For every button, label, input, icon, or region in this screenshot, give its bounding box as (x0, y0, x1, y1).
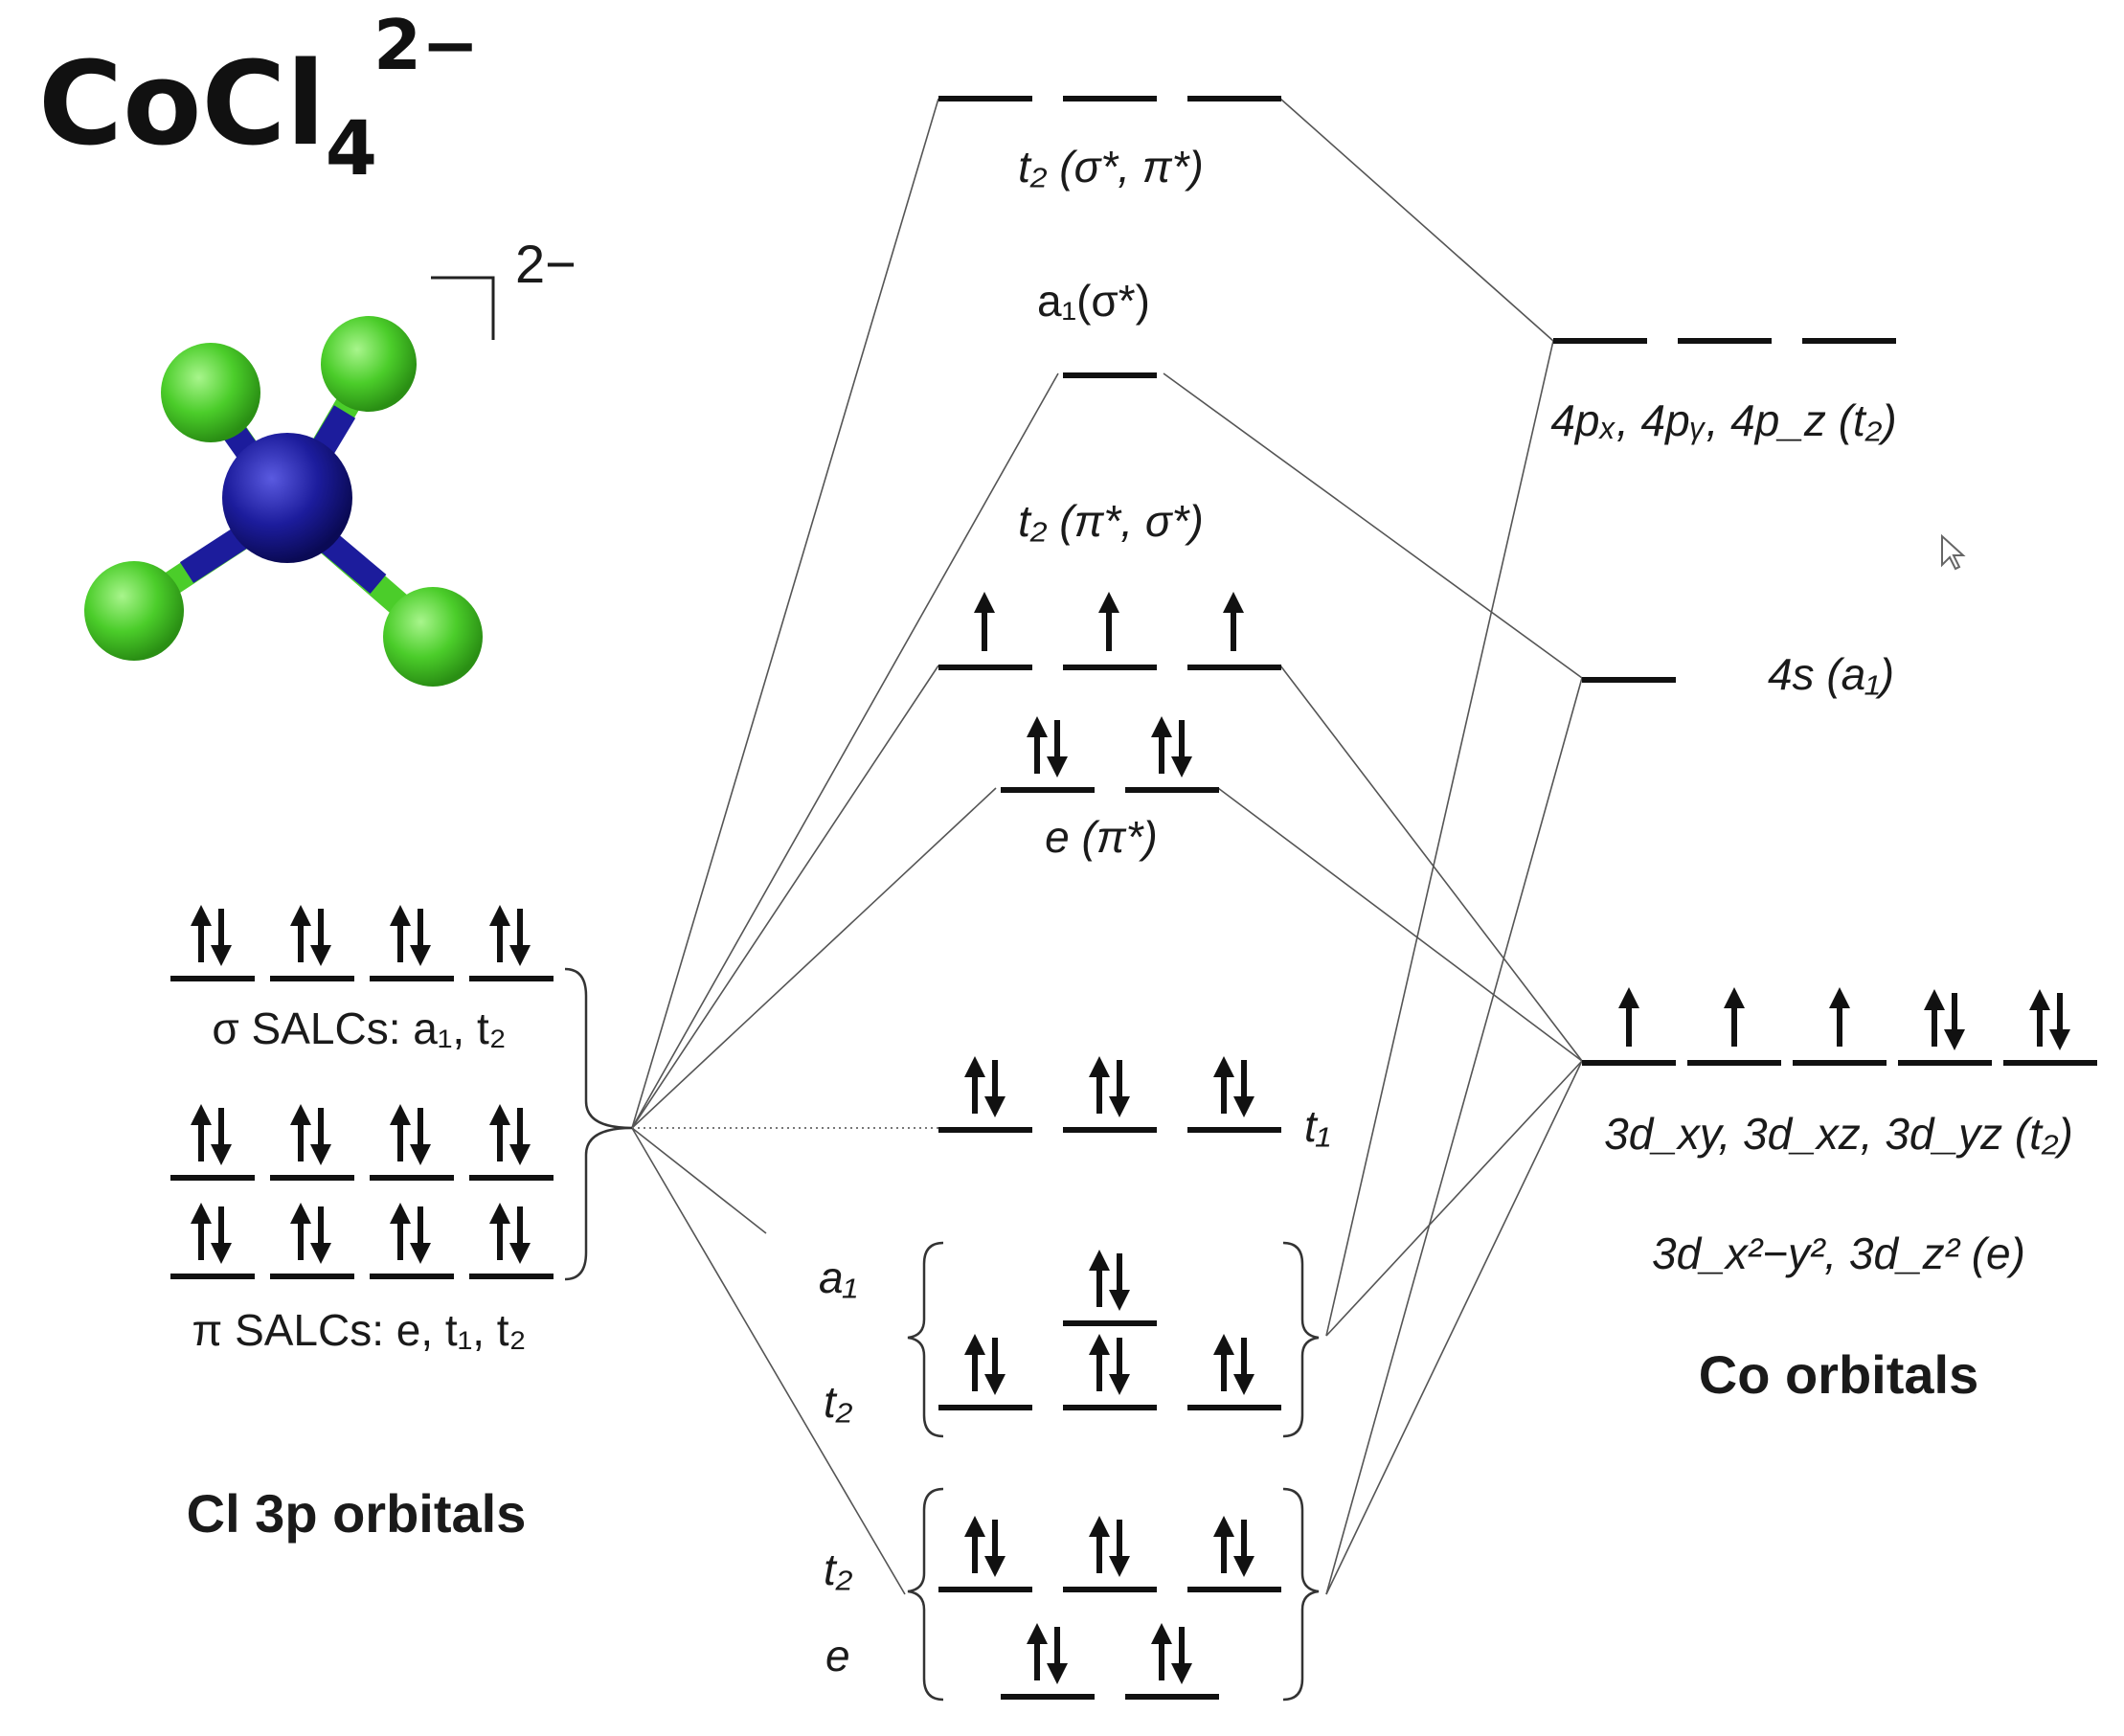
mo-label: a₁ (819, 1252, 857, 1302)
cl-atom (84, 561, 184, 661)
electron-pair (390, 1203, 431, 1264)
mo-label: t₂ (824, 1377, 853, 1427)
co-label: 3d_x²−y², 3d_z² (e) (1652, 1229, 2025, 1278)
electron-pair (390, 1104, 431, 1165)
electron-pair (1027, 1623, 1068, 1684)
electron-up (974, 592, 995, 651)
electron-pair (1151, 716, 1192, 778)
mo-label: e (825, 1631, 850, 1680)
mo-label: e (π*) (1045, 812, 1158, 862)
electron-pair (191, 1203, 232, 1264)
co-atom (222, 433, 352, 563)
electron-pair (1089, 1250, 1130, 1311)
electron-pair (1213, 1516, 1254, 1577)
electron-up (1223, 592, 1244, 651)
electron-pair (290, 1104, 331, 1165)
mo-t2-mid: t₂ (π*, σ*) (938, 496, 1281, 670)
electron-pair (1027, 716, 1068, 778)
mo-label: t₂ (824, 1544, 853, 1594)
mo-label: t₂ (σ*, π*) (1018, 142, 1204, 192)
pi-salcs-label: π SALCs: e, t₁, t₂ (192, 1305, 527, 1355)
formula-title: CoCl42− (38, 5, 479, 192)
electron-pair (964, 1334, 1006, 1395)
electron-pair (964, 1056, 1006, 1117)
electron-pair (191, 905, 232, 966)
co-3d-levels: 3d_xy, 3d_xz, 3d_yz (t₂) 3d_x²−y², 3d_z²… (1582, 987, 2097, 1405)
mo-t1: t₁ (938, 1056, 1330, 1151)
mo-e-pi: e (π*) (1001, 716, 1219, 862)
electron-pair (964, 1516, 1006, 1577)
electron-pair (290, 905, 331, 966)
electron-pair (489, 905, 531, 966)
co-label: 3d_xy, 3d_xz, 3d_yz (t₂) (1604, 1109, 2073, 1159)
electron-pair (390, 905, 431, 966)
molecule-charge: 2− (515, 234, 576, 294)
mo-a1-star: a₁(σ*) (1037, 276, 1157, 378)
electron-pair (1213, 1334, 1254, 1395)
electron-pair (489, 1203, 531, 1264)
co-4p-levels: 4pₓ, 4pᵧ, 4p_z (t₂) (1550, 338, 1897, 445)
electron-pair (2029, 989, 2070, 1050)
mo-label: t₂ (π*, σ*) (1018, 496, 1204, 546)
mo-t2-e-bonding: t₂ e (824, 1487, 1320, 1702)
cl-atom (321, 316, 417, 412)
electron-pair (1089, 1056, 1130, 1117)
electron-up (1618, 987, 1639, 1047)
co-4s-level: 4s (a₁) (1582, 649, 1894, 699)
sigma-salcs-label: σ SALCs: a₁, t₂ (212, 1003, 506, 1053)
molecule-model: 2− (84, 234, 576, 687)
electron-pair (290, 1203, 331, 1264)
mo-label: t₁ (1304, 1101, 1330, 1151)
mouse-cursor-icon (1941, 533, 1966, 571)
cl-orbitals-header: Cl 3p orbitals (187, 1483, 527, 1544)
electron-up (1098, 592, 1119, 651)
electron-pair (1213, 1056, 1254, 1117)
electron-pair (1924, 989, 1965, 1050)
cl-atom (383, 587, 483, 687)
mo-a1-t2-bonding: a₁ t₂ (819, 1241, 1320, 1438)
electron-pair (1089, 1334, 1130, 1395)
cl-salc-levels: σ SALCs: a₁, t₂ (170, 905, 633, 1544)
mo-t2-top: t₂ (σ*, π*) (938, 96, 1281, 192)
cl-atom (161, 343, 260, 442)
mo-label: a₁(σ*) (1037, 276, 1150, 326)
electron-pair (191, 1104, 232, 1165)
correlation-lines (631, 98, 1583, 1595)
co-label: 4pₓ, 4pᵧ, 4p_z (t₂) (1550, 395, 1896, 445)
co-orbitals-header: Co orbitals (1699, 1344, 1978, 1405)
electron-up (1829, 987, 1850, 1047)
co-label: 4s (a₁) (1768, 649, 1894, 699)
electron-pair (1089, 1516, 1130, 1577)
electron-up (1724, 987, 1745, 1047)
electron-pair (1151, 1623, 1192, 1684)
electron-pair (489, 1104, 531, 1165)
